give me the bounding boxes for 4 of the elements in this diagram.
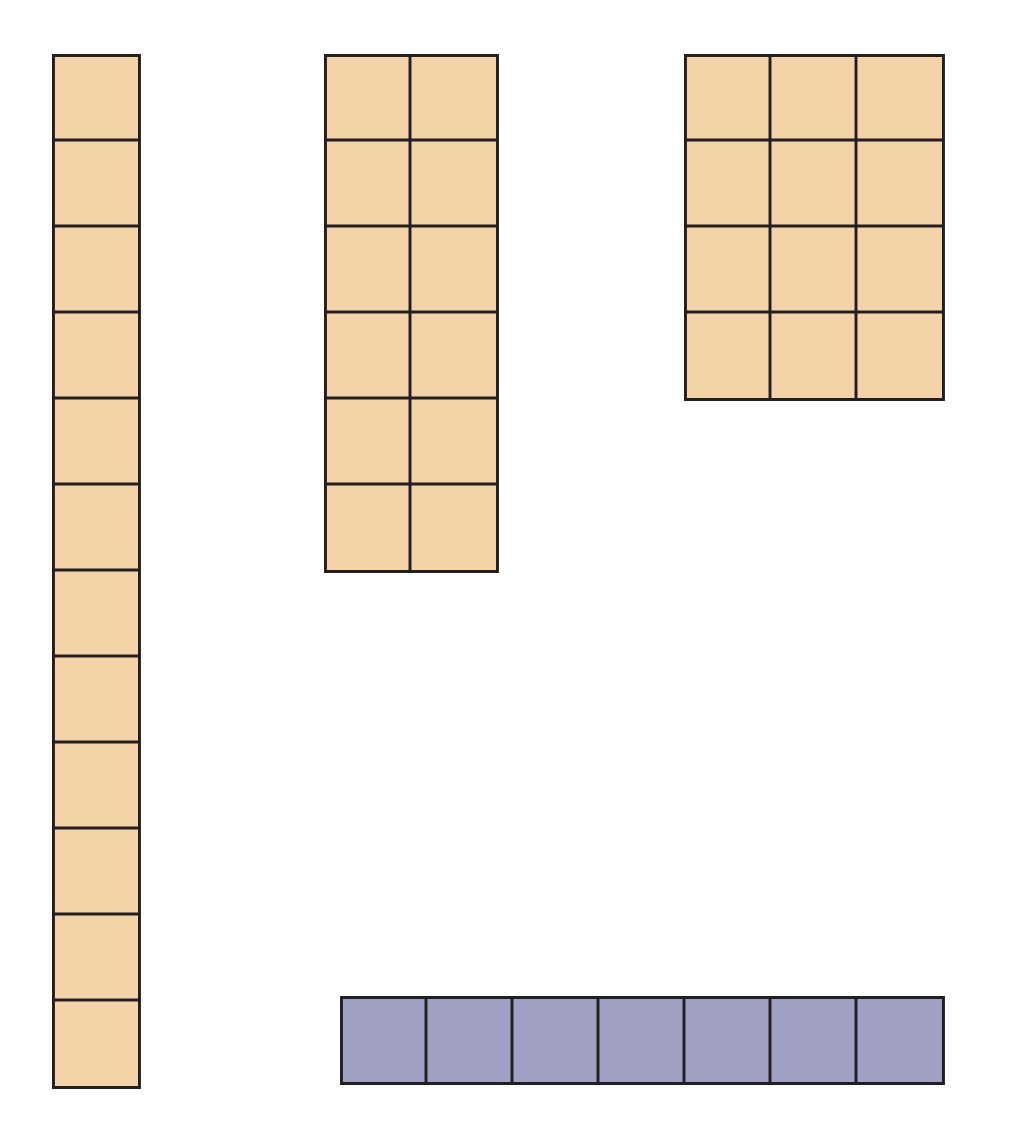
unit-square-array: [340, 996, 945, 1085]
unit-square-array: [324, 54, 499, 573]
unit-square-array: [52, 54, 141, 1089]
unit-square-array: [684, 54, 945, 401]
